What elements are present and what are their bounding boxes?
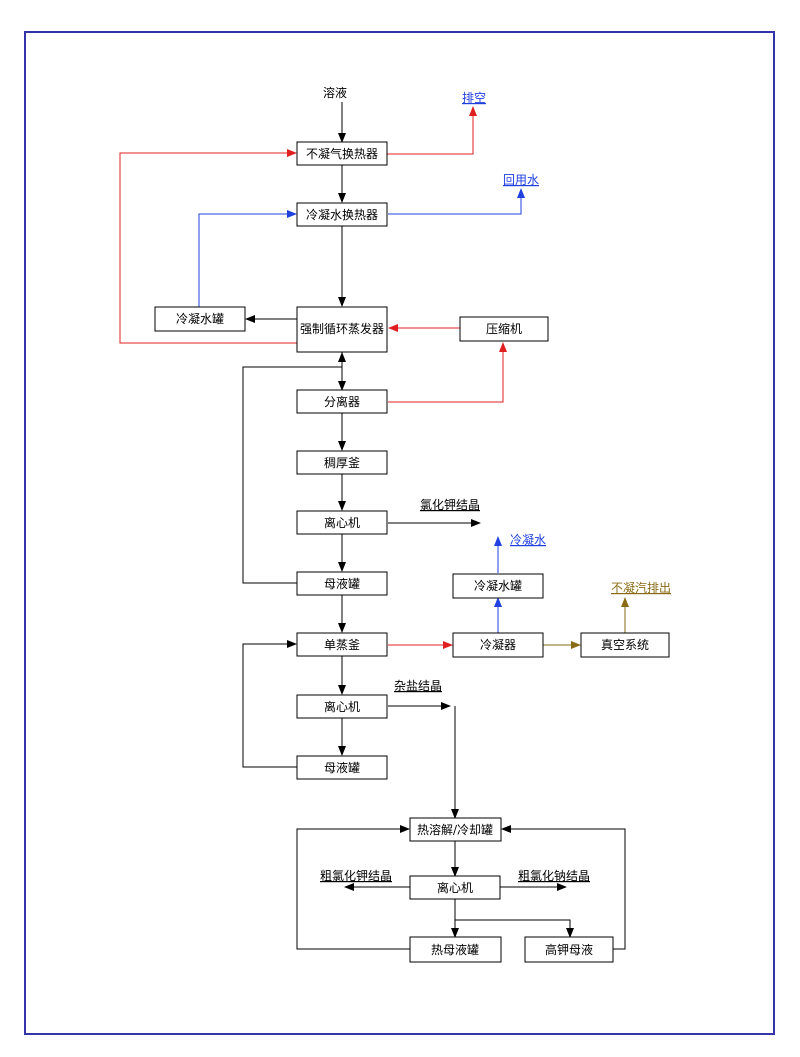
node-condenser: 冷凝器 <box>452 632 544 658</box>
node-label: 分离器 <box>324 394 360 409</box>
node-label: 离心机 <box>437 880 473 895</box>
diagram-frame <box>24 31 775 1035</box>
node-label: 真空系统 <box>601 638 649 652</box>
gas-evaporator-to-noncond-hx <box>119 149 297 344</box>
node-label: 强制循环蒸发器 <box>300 321 384 336</box>
node-centrifuge3: 离心机 <box>409 875 501 900</box>
label-kcl-crystal: 氯化钾结晶 <box>420 498 480 512</box>
node-label: 冷凝器 <box>480 637 516 652</box>
label-reuse-water: 回用水 <box>503 173 539 187</box>
node-label: 热母液罐 <box>431 942 479 957</box>
node-condwater-tank: 冷凝水罐 <box>154 306 246 332</box>
gas-separator-to-compressor <box>388 342 507 403</box>
node-high-k-mother: 高钾母液 <box>524 936 614 963</box>
flow-mother-tank2-recycle <box>242 640 297 768</box>
node-noncond-hx: 不凝气换热器 <box>296 141 388 166</box>
water-condwater-tank-to-hx <box>198 210 297 307</box>
node-label: 冷凝水罐 <box>176 311 224 326</box>
node-mother-tank2: 母液罐 <box>296 755 388 780</box>
flow-mother-tank1-recycle <box>242 352 346 584</box>
node-label: 母液罐 <box>324 576 360 591</box>
node-dissolve-cool: 热溶解/冷却罐 <box>409 817 502 842</box>
node-label: 压缩机 <box>486 321 522 336</box>
node-label: 离心机 <box>324 699 360 714</box>
node-label: 冷凝水换热器 <box>306 207 378 222</box>
node-thickener: 稠厚釜 <box>296 450 388 475</box>
node-label: 母液罐 <box>324 760 360 775</box>
label-vent: 排空 <box>462 91 486 105</box>
node-mother-tank1: 母液罐 <box>296 571 388 596</box>
label-input: 溶液 <box>323 85 347 100</box>
water-condwater-hx-to-reuse <box>388 188 525 215</box>
node-evaporator: 强制循环蒸发器 <box>296 306 388 353</box>
node-separator: 分离器 <box>296 389 388 414</box>
flow-centrifuge3-to-high-k <box>455 919 574 938</box>
node-label: 热溶解/冷却罐 <box>417 822 493 837</box>
label-mixed-salt: 杂盐结晶 <box>394 679 442 693</box>
node-single-evap: 单蒸釜 <box>296 632 388 657</box>
node-centrifuge2: 离心机 <box>296 694 388 719</box>
node-centrifuge1: 离心机 <box>296 510 388 535</box>
node-condwater-tank2: 冷凝水罐 <box>452 573 544 599</box>
node-hot-mother: 热母液罐 <box>409 936 502 963</box>
flow-high-k-recycle <box>501 825 626 950</box>
node-label: 冷凝水罐 <box>474 578 522 593</box>
node-label: 高钾母液 <box>545 942 593 957</box>
flow-hot-mother-recycle <box>296 825 410 950</box>
node-compressor: 压缩机 <box>459 316 549 342</box>
node-label: 单蒸釜 <box>324 637 360 652</box>
node-label: 离心机 <box>324 515 360 530</box>
node-vacuum: 真空系统 <box>580 632 670 658</box>
gas-noncond-hx-to-vent <box>387 106 477 155</box>
label-crude-kcl: 粗氯化钾结晶 <box>320 869 392 883</box>
label-crude-nacl: 粗氯化钠结晶 <box>518 868 590 883</box>
node-label: 稠厚釜 <box>324 455 360 470</box>
label-noncondensable-out: 不凝汽排出 <box>611 580 671 595</box>
node-condwater-hx: 冷凝水换热器 <box>296 202 388 227</box>
node-label: 不凝气换热器 <box>306 146 378 161</box>
label-condensate: 冷凝水 <box>510 532 546 547</box>
